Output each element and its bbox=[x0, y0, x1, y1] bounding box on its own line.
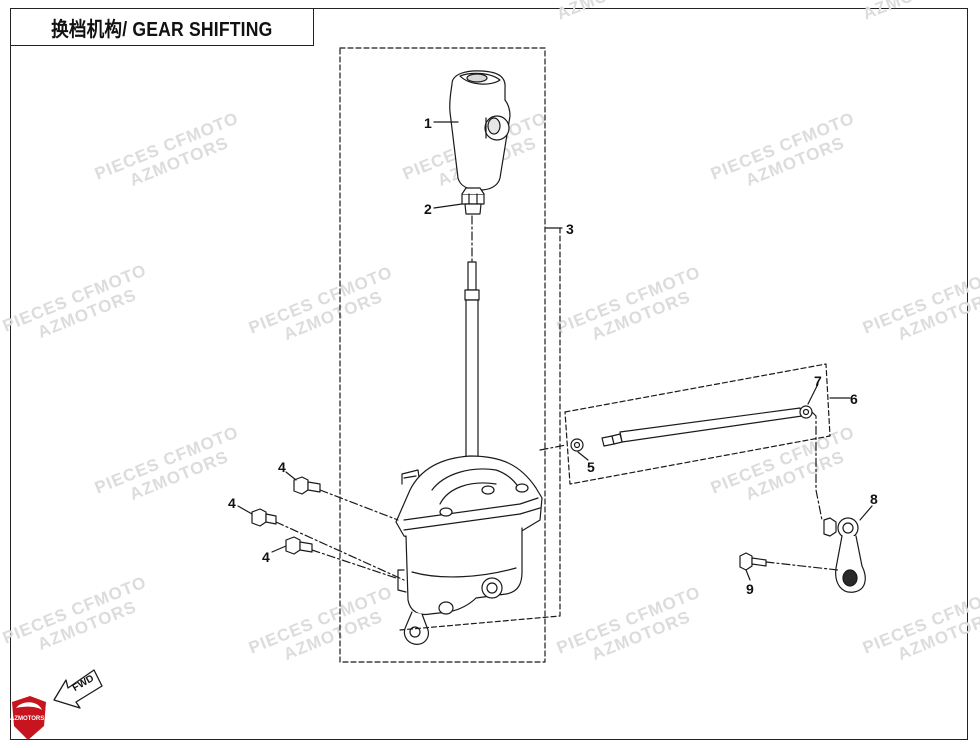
lock-nut bbox=[461, 187, 485, 215]
callout-label: 5 bbox=[587, 459, 595, 475]
callout-label: 4 bbox=[262, 549, 270, 565]
shift-knob bbox=[449, 70, 511, 191]
azmotors-logo bbox=[12, 696, 46, 740]
bolt bbox=[251, 508, 277, 527]
drawing-frame bbox=[10, 8, 968, 740]
bolt bbox=[285, 536, 313, 555]
callout-label: 7 bbox=[814, 373, 822, 389]
callout-label: 4 bbox=[228, 495, 236, 511]
shifter-housing bbox=[395, 455, 543, 645]
shift-arm bbox=[823, 517, 866, 593]
forward-arrow-icon bbox=[53, 669, 103, 709]
callout-label: 2 bbox=[424, 201, 432, 217]
title-box: 换档机构/ GEAR SHIFTING bbox=[10, 8, 314, 46]
rod-nut bbox=[570, 438, 584, 452]
rod-assembly-box bbox=[564, 363, 831, 485]
callout-label: 3 bbox=[566, 221, 574, 237]
shift-rod bbox=[601, 407, 803, 447]
callout-label: 6 bbox=[850, 391, 858, 407]
shifter-assembly-box bbox=[339, 47, 546, 663]
rod-nut bbox=[799, 405, 813, 419]
bolt bbox=[293, 476, 321, 495]
logo-text: AZMOTORS bbox=[10, 716, 45, 722]
arm-bolt bbox=[739, 552, 767, 571]
callout-label: 9 bbox=[746, 581, 754, 597]
callout-label: 4 bbox=[278, 459, 286, 475]
shift-lever-rod bbox=[464, 261, 480, 463]
callout-label: 8 bbox=[870, 491, 878, 507]
page-title: 换档机构/ GEAR SHIFTING bbox=[51, 18, 273, 41]
callout-label: 1 bbox=[424, 115, 432, 131]
